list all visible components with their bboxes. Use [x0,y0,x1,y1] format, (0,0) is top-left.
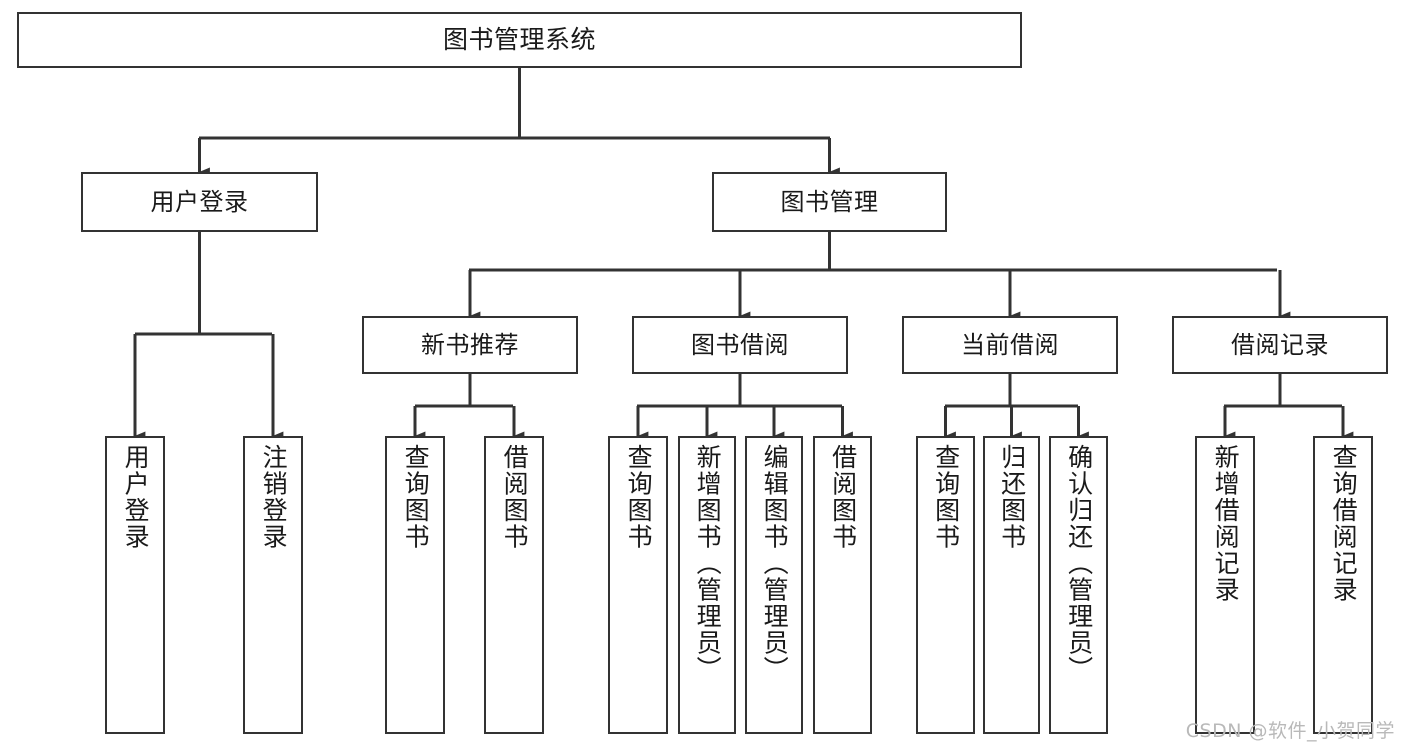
node-new-book-rec[interactable]: 新书推荐 [362,316,578,374]
node-label: 用户登录 [150,187,249,216]
node-book-borrow[interactable]: 图书借阅 [632,316,848,374]
node-leaf-user-login[interactable]: 用户登录 [105,436,165,734]
node-leaf-query-rec[interactable]: 查询借阅记录 [1313,436,1373,734]
connector-lines [133,68,1354,441]
node-label: 查询借阅记录 [1329,444,1359,603]
node-label: 注销登录 [259,444,289,550]
node-leaf-query-2[interactable]: 查询图书 [608,436,668,734]
node-leaf-add-book[interactable]: 新增图书（管理员） [678,436,736,734]
node-label: 借阅图书 [500,444,530,550]
node-leaf-logout[interactable]: 注销登录 [243,436,303,734]
node-leaf-return[interactable]: 归还图书 [983,436,1040,734]
csdn-watermark: CSDN @软件_小贺同学 [1185,720,1395,742]
node-borrow-record[interactable]: 借阅记录 [1172,316,1388,374]
node-label: 查询图书 [401,444,431,550]
node-label: 确认归还（管理员） [1064,444,1094,683]
node-leaf-confirm[interactable]: 确认归还（管理员） [1049,436,1108,734]
node-leaf-query-3[interactable]: 查询图书 [916,436,975,734]
node-label: 当前借阅 [961,330,1059,359]
node-root[interactable]: 图书管理系统 [17,12,1022,68]
node-user-login[interactable]: 用户登录 [81,172,318,232]
node-leaf-add-rec[interactable]: 新增借阅记录 [1195,436,1255,734]
node-label: 编辑图书（管理员） [760,444,790,683]
node-label: 借阅图书 [828,444,858,550]
node-label: 借阅记录 [1231,330,1329,359]
node-leaf-edit-book[interactable]: 编辑图书（管理员） [745,436,803,734]
node-label: 图书管理系统 [442,25,596,55]
node-label: 查询图书 [931,444,961,550]
node-label: 新增借阅记录 [1211,444,1241,603]
node-leaf-borrow-1[interactable]: 借阅图书 [484,436,544,734]
node-leaf-query-1[interactable]: 查询图书 [385,436,445,734]
node-current-borrow[interactable]: 当前借阅 [902,316,1118,374]
node-label: 用户登录 [121,444,151,550]
node-label: 图书管理 [780,187,879,216]
node-label: 图书借阅 [691,330,789,359]
node-label: 归还图书 [997,444,1027,550]
node-label: 新增图书（管理员） [693,444,723,683]
node-leaf-borrow-2[interactable]: 借阅图书 [813,436,872,734]
node-book-manage[interactable]: 图书管理 [712,172,947,232]
node-label: 新书推荐 [421,330,519,359]
node-label: 查询图书 [624,444,654,550]
